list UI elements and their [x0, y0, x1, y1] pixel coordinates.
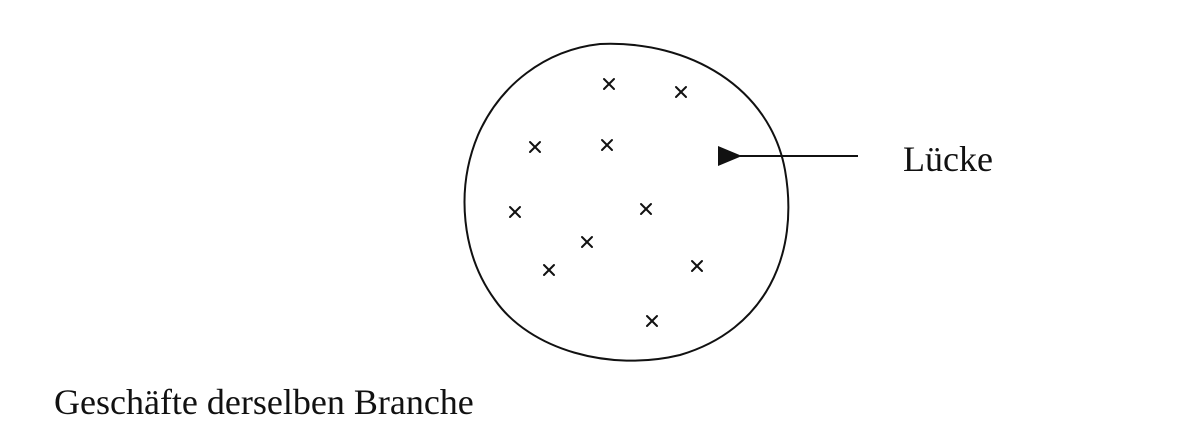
shop-mark — [601, 139, 613, 151]
shop-mark — [675, 86, 687, 98]
shop-marks — [509, 78, 703, 327]
market-boundary — [463, 42, 790, 362]
shop-mark — [529, 141, 541, 153]
shop-mark — [603, 78, 615, 90]
shop-mark — [691, 260, 703, 272]
shop-mark — [581, 236, 593, 248]
shop-mark — [640, 203, 652, 215]
shop-mark — [646, 315, 658, 327]
shop-mark — [509, 206, 521, 218]
gap-label: Lücke — [903, 139, 993, 179]
diagram-caption: Geschäfte derselben Branche — [54, 382, 474, 422]
shop-mark — [543, 264, 555, 276]
